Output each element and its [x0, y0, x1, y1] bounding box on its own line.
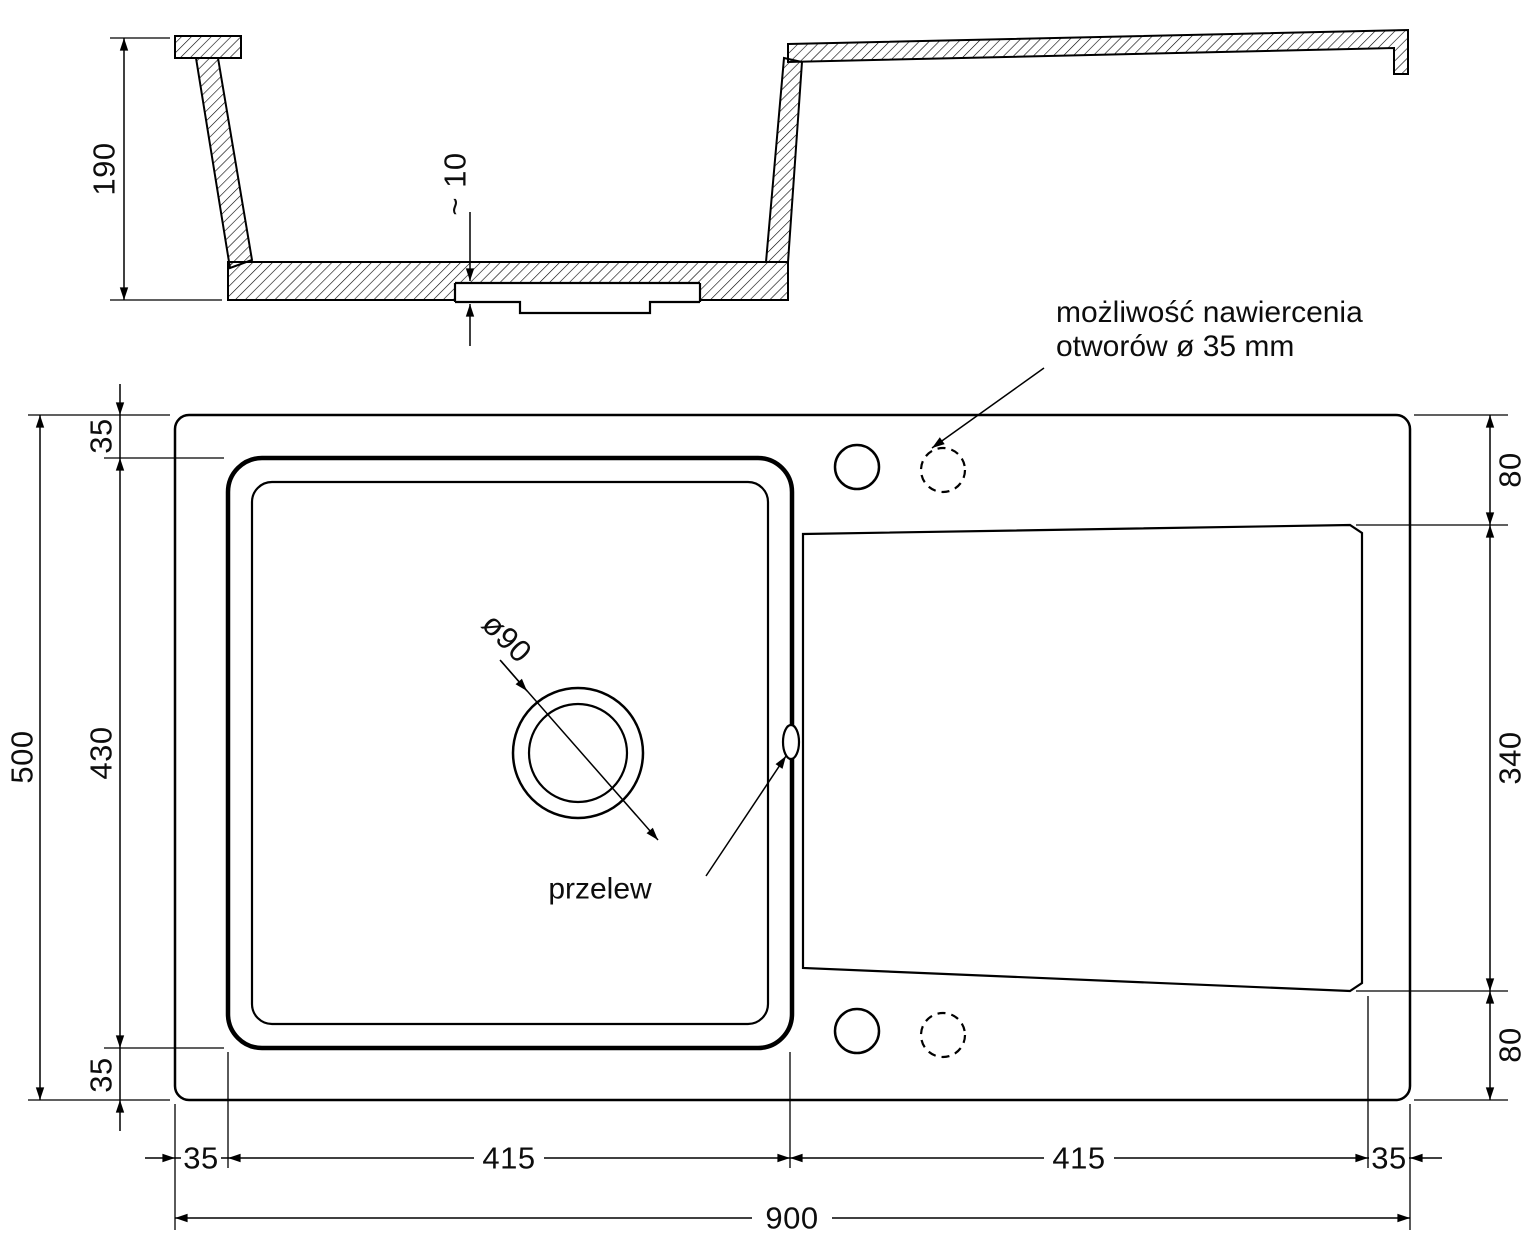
- dim-label-rim-right: 35: [1371, 1141, 1406, 1176]
- drill-note-leader-arrow: [931, 367, 1045, 449]
- dim-right-chain: 80 340 80: [1356, 414, 1526, 1101]
- bowl-wall-left-section: [194, 57, 254, 270]
- drain-recess-section: [453, 281, 702, 315]
- dim-bottom-thickness: ~ 10: [438, 152, 475, 346]
- overflow-label: przelew: [548, 873, 652, 906]
- overflow-slot: [781, 723, 801, 761]
- dim-label-rim-left: 35: [183, 1141, 218, 1176]
- dim-label-drainer-width: 415: [1052, 1141, 1105, 1176]
- drill-option-hole-bottom: [919, 1011, 967, 1059]
- drill-option-hole-top: [919, 446, 967, 494]
- dim-label-rim-top: 35: [84, 418, 119, 453]
- dim-label-overall-width: 900: [765, 1201, 818, 1236]
- drill-note-line2: otworów ø 35 mm: [1056, 330, 1294, 363]
- drain-inner-circle: [527, 702, 629, 804]
- tap-hole-bottom: [833, 1007, 881, 1055]
- dim-label-thickness: ~ 10: [438, 152, 473, 215]
- dim-label-depth: 190: [87, 142, 122, 195]
- dim-overall-width: 900: [175, 1201, 1410, 1236]
- drain-diameter-leader: [500, 660, 528, 692]
- bowl-inner-edge: [250, 480, 770, 1026]
- dim-depth: 190: [87, 37, 222, 301]
- dim-left-chain: 35 430 35: [84, 384, 224, 1131]
- drill-note-line1: możliwość nawiercenia: [1056, 296, 1363, 329]
- bowl-wall-right-section: [764, 56, 804, 263]
- sink-outline: [173, 413, 1412, 1102]
- overflow-leader-arrow: [705, 755, 787, 877]
- dim-label-rim-bottom: 35: [84, 1057, 119, 1092]
- tap-hole-top: [833, 443, 881, 491]
- side-section-view: [174, 28, 1409, 315]
- dim-bottom-chain: 35 415 415 35: [145, 996, 1442, 1230]
- drain-diameter-label: ø90: [475, 606, 539, 670]
- drainboard-outline: [801, 523, 1364, 993]
- dim-label-bowl-width: 415: [482, 1141, 535, 1176]
- dim-label-drainer-bottom-offset: 80: [1493, 1027, 1526, 1062]
- dim-label-overall-height: 500: [5, 730, 40, 783]
- drain-outer-circle: [511, 686, 645, 820]
- dim-label-drainer-top-offset: 80: [1493, 452, 1526, 487]
- dim-overall-height: 500: [5, 414, 170, 1101]
- drainboard-section: [787, 28, 1409, 75]
- drill-note: możliwość nawiercenia otworów ø 35 mm: [931, 296, 1363, 449]
- rim-section-left: [174, 35, 242, 59]
- dim-label-bowl-height: 430: [84, 726, 119, 779]
- plan-view: ø90 przelew możliwość nawiercenia otworó…: [173, 296, 1412, 1102]
- dim-label-drainer-height: 340: [1493, 731, 1526, 784]
- bowl-rim: [225, 455, 795, 1051]
